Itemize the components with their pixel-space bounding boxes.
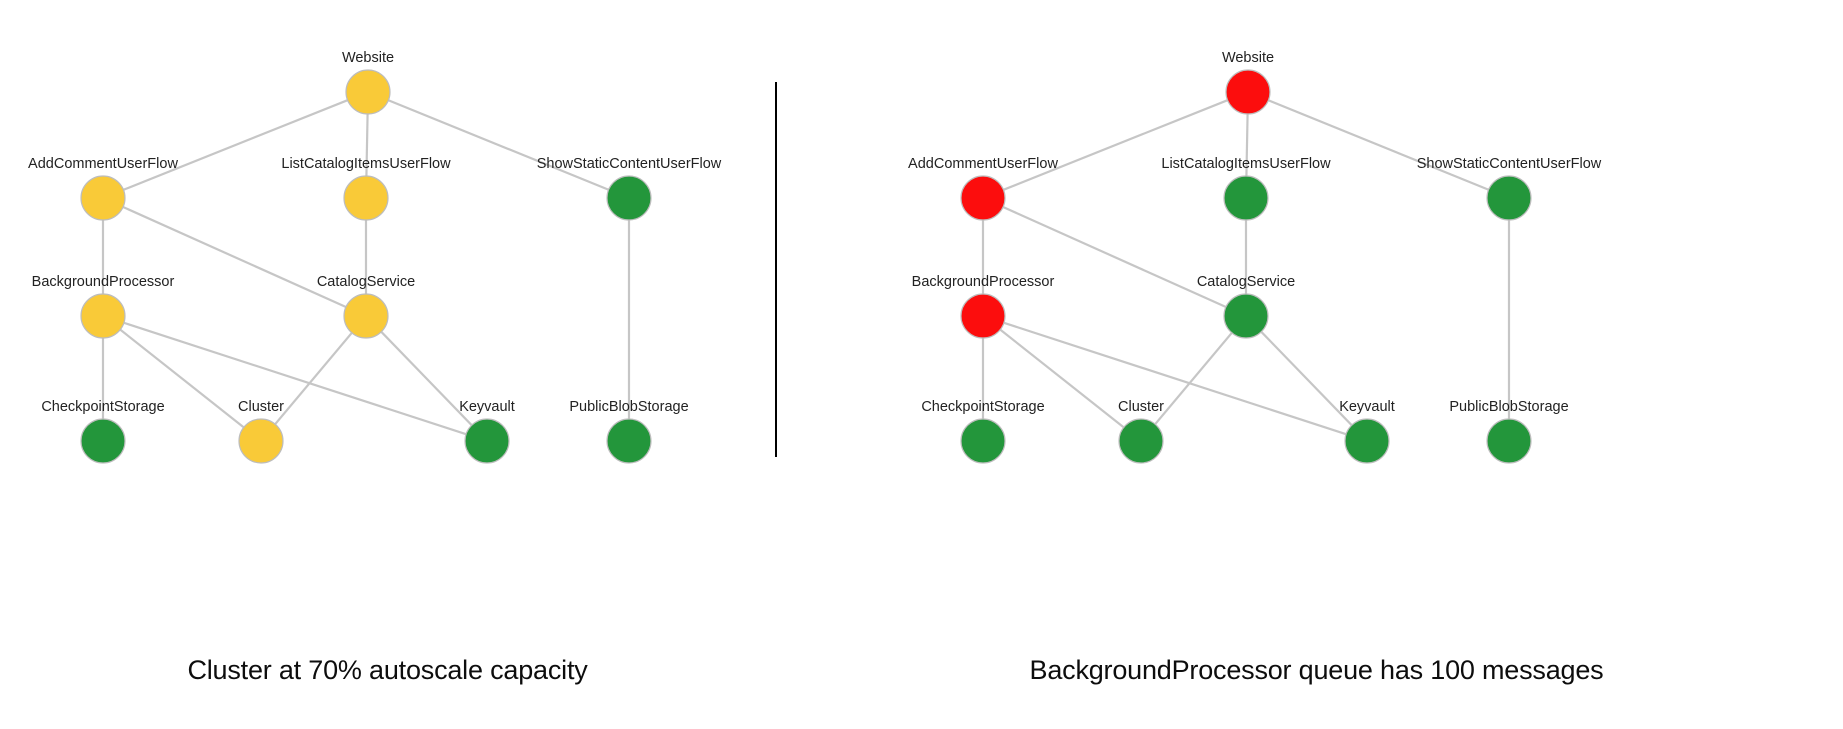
node-catalogservice[interactable] (1223, 293, 1269, 339)
node-listcatalogitemsuserflow[interactable] (343, 175, 389, 221)
node-label-backgroundprocessor: BackgroundProcessor (32, 274, 175, 290)
node-label-cluster: Cluster (238, 399, 284, 415)
node-cluster[interactable] (238, 418, 284, 464)
node-cluster[interactable] (1118, 418, 1164, 464)
node-label-website: Website (1222, 50, 1274, 66)
node-catalogservice[interactable] (343, 293, 389, 339)
graph-edge (1002, 206, 1227, 308)
graph-edge (123, 99, 348, 191)
graph-edge (1245, 113, 1249, 177)
node-label-backgroundprocessor: BackgroundProcessor (912, 274, 1055, 290)
node-website[interactable] (1225, 69, 1271, 115)
node-label-checkpointstorage: CheckpointStorage (921, 399, 1044, 415)
graph-edge (1260, 331, 1353, 426)
graph-edge (123, 321, 467, 436)
graph-edge (119, 328, 245, 429)
graph-edge (1003, 321, 1347, 436)
node-label-listcatalogitemsuserflow: ListCatalogItemsUserFlow (281, 156, 451, 172)
node-label-publicblobstorage: PublicBlobStorage (1449, 399, 1568, 415)
panel-divider (775, 82, 777, 457)
graph-edge (380, 331, 473, 426)
node-website[interactable] (345, 69, 391, 115)
graph-edge (1003, 99, 1228, 191)
node-label-addcommentuserflow: AddCommentUserFlow (28, 156, 178, 172)
graph-edge (1154, 332, 1233, 425)
edge-layer (101, 99, 631, 436)
node-showstaticcontentuserflow[interactable] (606, 175, 652, 221)
node-label-catalogservice: CatalogService (1197, 274, 1295, 290)
node-label-keyvault: Keyvault (459, 399, 515, 415)
node-label-addcommentuserflow: AddCommentUserFlow (908, 156, 1058, 172)
graph-edge (999, 328, 1125, 429)
node-backgroundprocessor[interactable] (960, 293, 1006, 339)
node-checkpointstorage[interactable] (80, 418, 126, 464)
node-listcatalogitemsuserflow[interactable] (1223, 175, 1269, 221)
node-backgroundprocessor[interactable] (80, 293, 126, 339)
edge-layer (981, 99, 1511, 436)
graph-edge (1267, 99, 1490, 191)
node-keyvault[interactable] (1344, 418, 1390, 464)
node-label-publicblobstorage: PublicBlobStorage (569, 399, 688, 415)
node-addcommentuserflow[interactable] (960, 175, 1006, 221)
node-label-keyvault: Keyvault (1339, 399, 1395, 415)
graph-edge (387, 99, 610, 191)
node-label-checkpointstorage: CheckpointStorage (41, 399, 164, 415)
graph-edge (365, 113, 369, 177)
node-label-listcatalogitemsuserflow: ListCatalogItemsUserFlow (1161, 156, 1331, 172)
node-keyvault[interactable] (464, 418, 510, 464)
caption-left: Cluster at 70% autoscale capacity (187, 655, 588, 685)
node-addcommentuserflow[interactable] (80, 175, 126, 221)
node-label-showstaticcontentuserflow: ShowStaticContentUserFlow (537, 156, 722, 172)
graph-edge (274, 332, 353, 425)
graph-edge (122, 206, 347, 308)
node-showstaticcontentuserflow[interactable] (1486, 175, 1532, 221)
node-label-showstaticcontentuserflow: ShowStaticContentUserFlow (1417, 156, 1602, 172)
node-publicblobstorage[interactable] (1486, 418, 1532, 464)
node-checkpointstorage[interactable] (960, 418, 1006, 464)
node-publicblobstorage[interactable] (606, 418, 652, 464)
node-label-website: Website (342, 50, 394, 66)
caption-right: BackgroundProcessor queue has 100 messag… (1029, 655, 1604, 685)
node-label-catalogservice: CatalogService (317, 274, 415, 290)
node-label-cluster: Cluster (1118, 399, 1164, 415)
